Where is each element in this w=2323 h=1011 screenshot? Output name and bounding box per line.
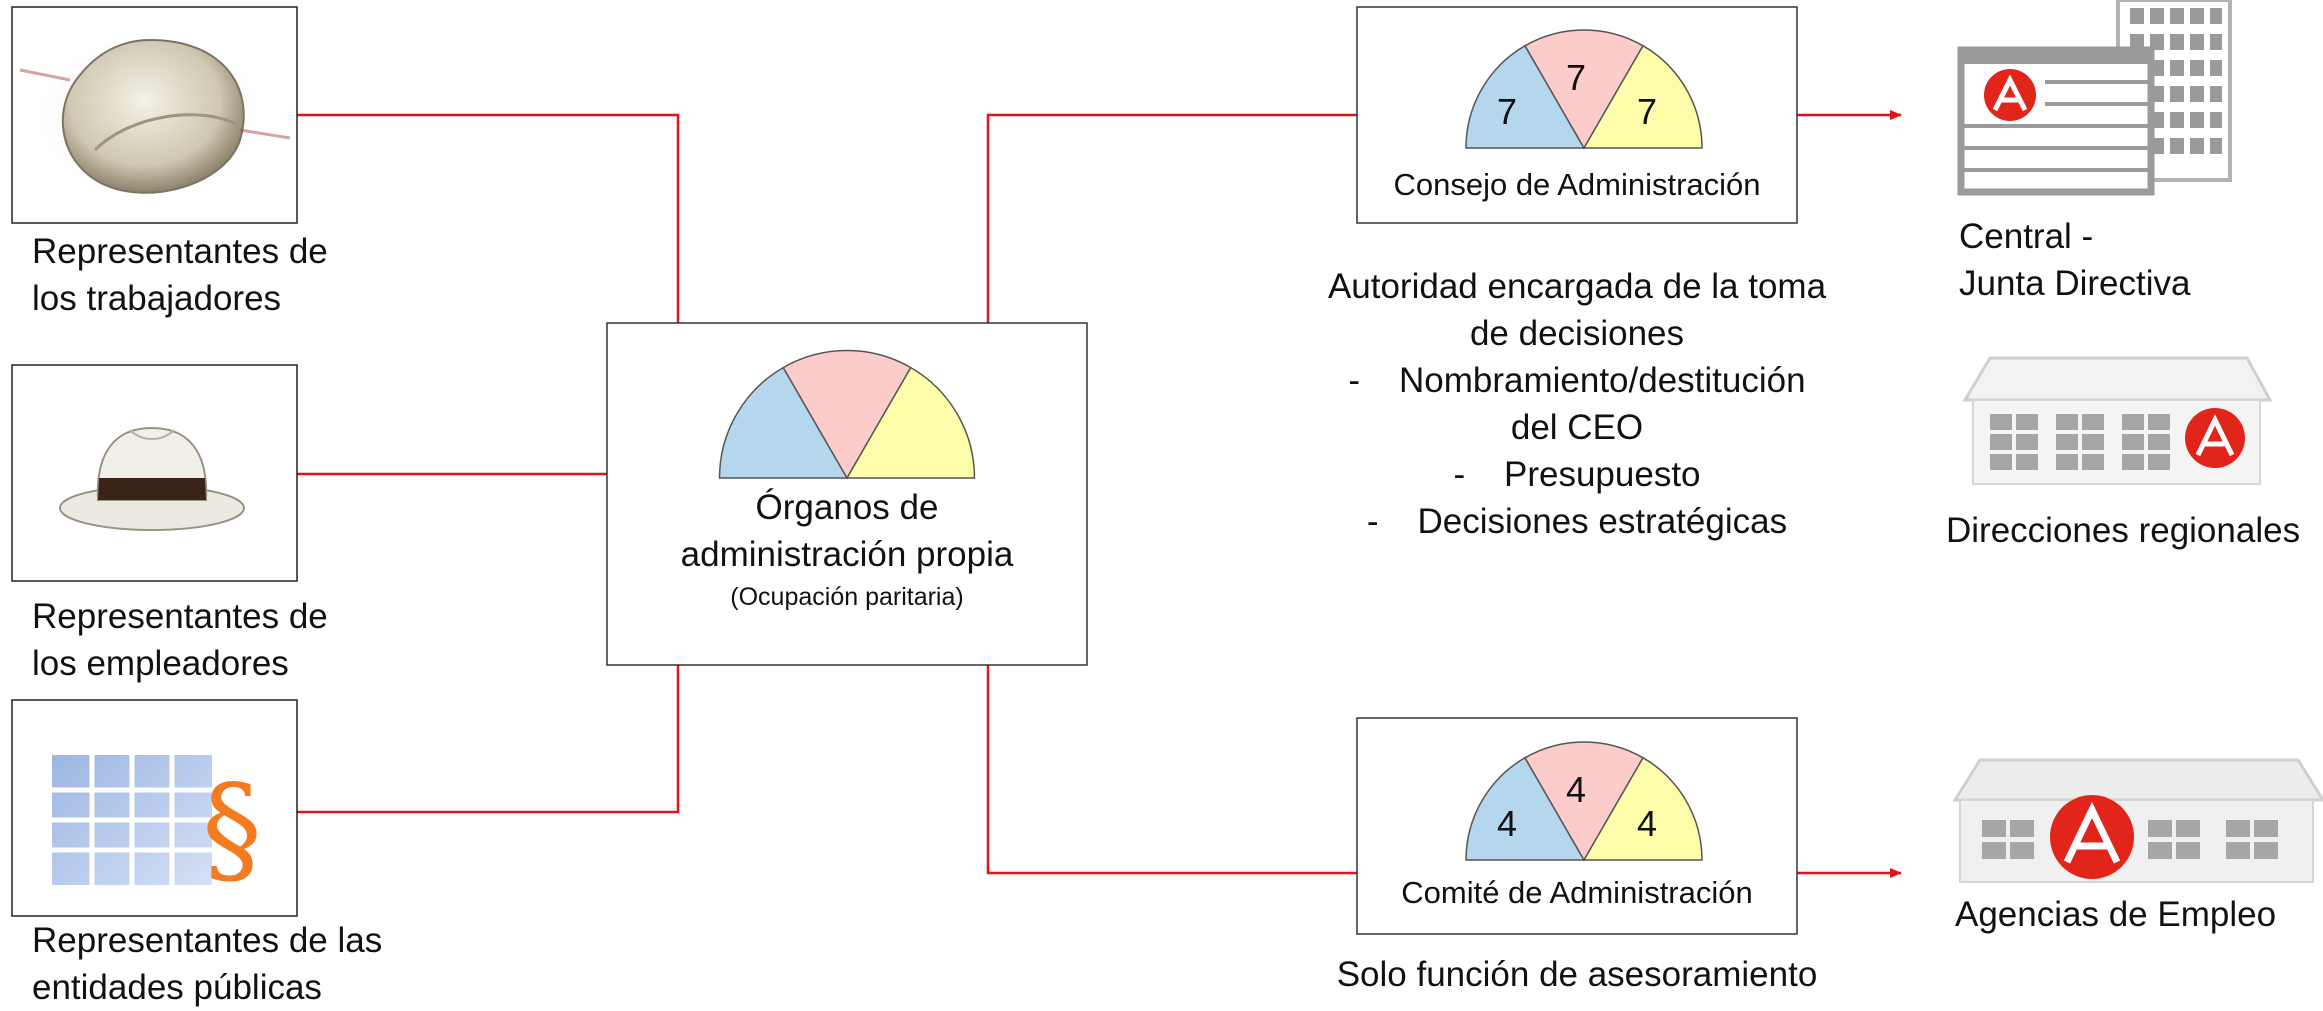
board-item-appointment: - Nombramiento/destitución	[1348, 361, 1806, 400]
board-segment-public	[1582, 44, 1703, 149]
board-seat-public: 7	[1637, 91, 1658, 132]
committee-title: Comité de Administración	[1401, 875, 1753, 910]
center-title: Órganos de administración propia	[607, 484, 1087, 578]
regional-label: Direcciones regionales	[1946, 511, 2301, 550]
agency-building-icon	[1952, 758, 2323, 883]
segment-employers	[782, 349, 912, 480]
committee-seat-employers: 4	[1566, 769, 1587, 810]
board-segment-workers	[1465, 44, 1586, 149]
paragraph-building-icon: §	[52, 755, 262, 899]
hat-icon	[59, 426, 245, 531]
board-title: Consejo de Administración	[1393, 167, 1761, 202]
connector-public	[297, 665, 680, 814]
board-seat-workers: 7	[1497, 91, 1518, 132]
svg-text:§: §	[202, 760, 262, 899]
board-item-strategy: - Decisiones estratégicas	[1366, 502, 1788, 541]
segment-workers	[718, 366, 849, 479]
board-item-budget: - Presupuesto	[1453, 455, 1701, 494]
employers-label-line1: Representantes de	[32, 597, 328, 636]
workers-label: Representantes de los trabajadores	[32, 228, 328, 322]
public-image-box: §	[11, 699, 298, 917]
regional-building-icon	[1962, 356, 2273, 485]
center-title-line1: Órganos de	[755, 488, 939, 527]
board-seat-employers: 7	[1566, 57, 1587, 98]
committee-semicircle-chart	[1465, 741, 1703, 862]
workers-label-line1: Representantes de	[32, 232, 328, 271]
central-label: Central - Junta Directiva	[1959, 213, 2190, 307]
committee-description: Solo función de asesoramiento	[1336, 955, 1818, 994]
board-description: Autoridad encargada de la toma de decisi…	[1297, 263, 1857, 545]
public-label-line2: entidades públicas	[32, 968, 322, 1007]
cap-icon	[19, 38, 291, 194]
committee-segment-public	[1582, 756, 1703, 861]
central-label-line1: Central -	[1959, 217, 2094, 256]
central-building-icon	[1957, 0, 2232, 196]
connector-workers	[297, 113, 680, 323]
committee-seat-workers: 4	[1497, 803, 1518, 844]
segment-public	[845, 366, 976, 479]
board-segment-employers	[1523, 29, 1645, 150]
employers-label-line2: los empleadores	[32, 644, 289, 683]
center-title-line2: administración propia	[680, 535, 1014, 574]
committee-seat-public: 4	[1637, 803, 1658, 844]
employers-image-box	[11, 364, 298, 582]
public-label-line1: Representantes de las	[32, 921, 383, 960]
center-subtitle: (Ocupación paritaria)	[730, 583, 964, 611]
committee-segment-workers	[1465, 756, 1586, 861]
board-desc-line1: Autoridad encargada de la toma	[1327, 267, 1827, 306]
board-semicircle-chart	[1465, 29, 1703, 150]
committee-segment-employers	[1523, 741, 1645, 862]
connector-to-board	[986, 113, 1357, 323]
central-label-line2: Junta Directiva	[1959, 264, 2191, 303]
connector-to-committee	[986, 665, 1357, 875]
public-label: Representantes de las entidades públicas	[32, 917, 382, 1011]
agencies-label: Agencias de Empleo	[1955, 895, 2277, 934]
workers-label-line2: los trabajadores	[32, 279, 282, 318]
workers-image-box	[11, 6, 298, 224]
employers-label: Representantes de los empleadores	[32, 593, 328, 687]
center-semicircle-chart	[718, 349, 976, 480]
connector-lines	[297, 110, 1902, 878]
board-desc-line2: de decisiones	[1469, 314, 1685, 353]
board-item-appointment-cont: del CEO	[1510, 408, 1644, 447]
